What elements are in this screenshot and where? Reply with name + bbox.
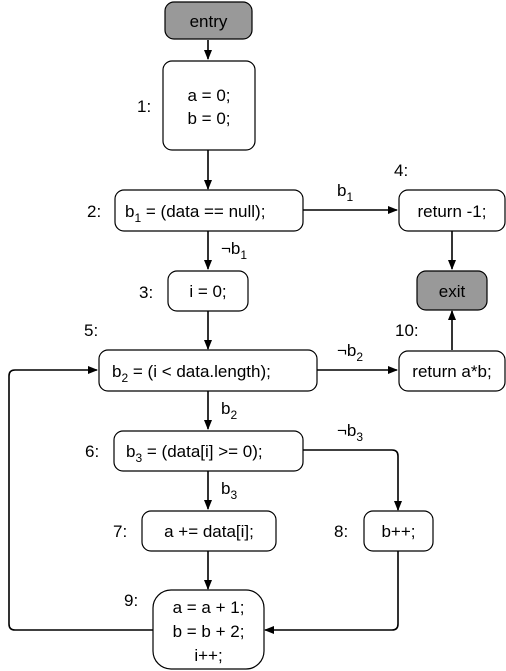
- node-entry-text: entry: [190, 12, 228, 31]
- node-exit-box: [416, 270, 488, 311]
- node-entry-box: [164, 1, 253, 40]
- node-exit: exit: [416, 270, 488, 311]
- node-7-text: a += data[i];: [164, 522, 254, 541]
- node-exit-text: exit: [439, 282, 466, 301]
- node-3-label: 3:: [139, 283, 153, 302]
- node-8-label: 8:: [334, 522, 348, 541]
- node-5-label: 5:: [84, 321, 98, 340]
- node-10-box: [398, 350, 506, 392]
- node-5-box: [98, 349, 318, 392]
- node-5-text: b2 = (i < data.length);: [112, 362, 271, 385]
- node-1: 1: a = 0; b = 0;: [137, 60, 256, 151]
- node-7-label: 7:: [113, 522, 127, 541]
- node-9-line-1: a = a + 1;: [173, 598, 245, 617]
- node-10-label: 10:: [395, 321, 419, 340]
- node-4: 4: return -1;: [394, 161, 506, 232]
- node-9-line-2: b = b + 2;: [173, 622, 245, 641]
- node-2-box: [114, 189, 304, 232]
- node-7: 7: a += data[i];: [113, 510, 277, 552]
- edge-label-b1: b1: [337, 181, 353, 204]
- node-4-text: return -1;: [418, 202, 487, 221]
- node-1-box: [162, 60, 256, 151]
- node-9: 9: a = a + 1; b = b + 2; i++;: [124, 589, 265, 670]
- node-9-line-3: i++;: [194, 646, 222, 665]
- node-2-label: 2:: [87, 202, 101, 221]
- node-6-label: 6:: [85, 442, 99, 461]
- node-3-box: [167, 270, 249, 312]
- node-4-box: [398, 189, 506, 232]
- node-6-box: [113, 430, 304, 472]
- node-10: 10: return a*b;: [395, 321, 506, 392]
- node-1-line-1: a = 0;: [187, 86, 230, 105]
- edge-label-not-b2: ¬b2: [337, 341, 363, 364]
- node-4-label: 4:: [394, 161, 408, 180]
- node-8-box: [363, 510, 434, 552]
- node-3-text: i = 0;: [189, 282, 226, 301]
- node-8: 8: b++;: [334, 510, 434, 552]
- edge-label-b2: b2: [221, 399, 237, 422]
- edge-label-not-b3: ¬b3: [337, 421, 363, 444]
- node-7-box: [141, 510, 277, 552]
- edge-6-to-8: [303, 449, 402, 511]
- node-1-label: 1:: [137, 97, 151, 116]
- node-9-label: 9:: [124, 591, 138, 610]
- node-8-text: b++;: [381, 522, 415, 541]
- node-6-text: b3 = (data[i] >= 0);: [126, 442, 263, 465]
- node-3: 3: i = 0;: [139, 270, 249, 312]
- node-entry: entry: [164, 1, 253, 40]
- node-2: 2: b1 = (data == null);: [87, 189, 304, 232]
- node-6: 6: b3 = (data[i] >= 0);: [85, 430, 304, 472]
- edge-8-to-9: [264, 550, 399, 634]
- node-5: 5: b2 = (i < data.length);: [84, 321, 318, 392]
- node-9-box: [152, 589, 265, 670]
- node-10-text: return a*b;: [412, 362, 491, 381]
- edge-9-back-to-5: [8, 366, 153, 631]
- edge-labels: b1 ¬b1 ¬b2 b2 ¬b3 b3: [221, 181, 363, 502]
- node-1-line-2: b = 0;: [187, 109, 230, 128]
- node-2-text: b1 = (data == null);: [125, 202, 265, 225]
- edge-label-b3: b3: [221, 479, 237, 502]
- edges: [8, 40, 456, 634]
- edge-label-not-b1: ¬b1: [221, 239, 247, 262]
